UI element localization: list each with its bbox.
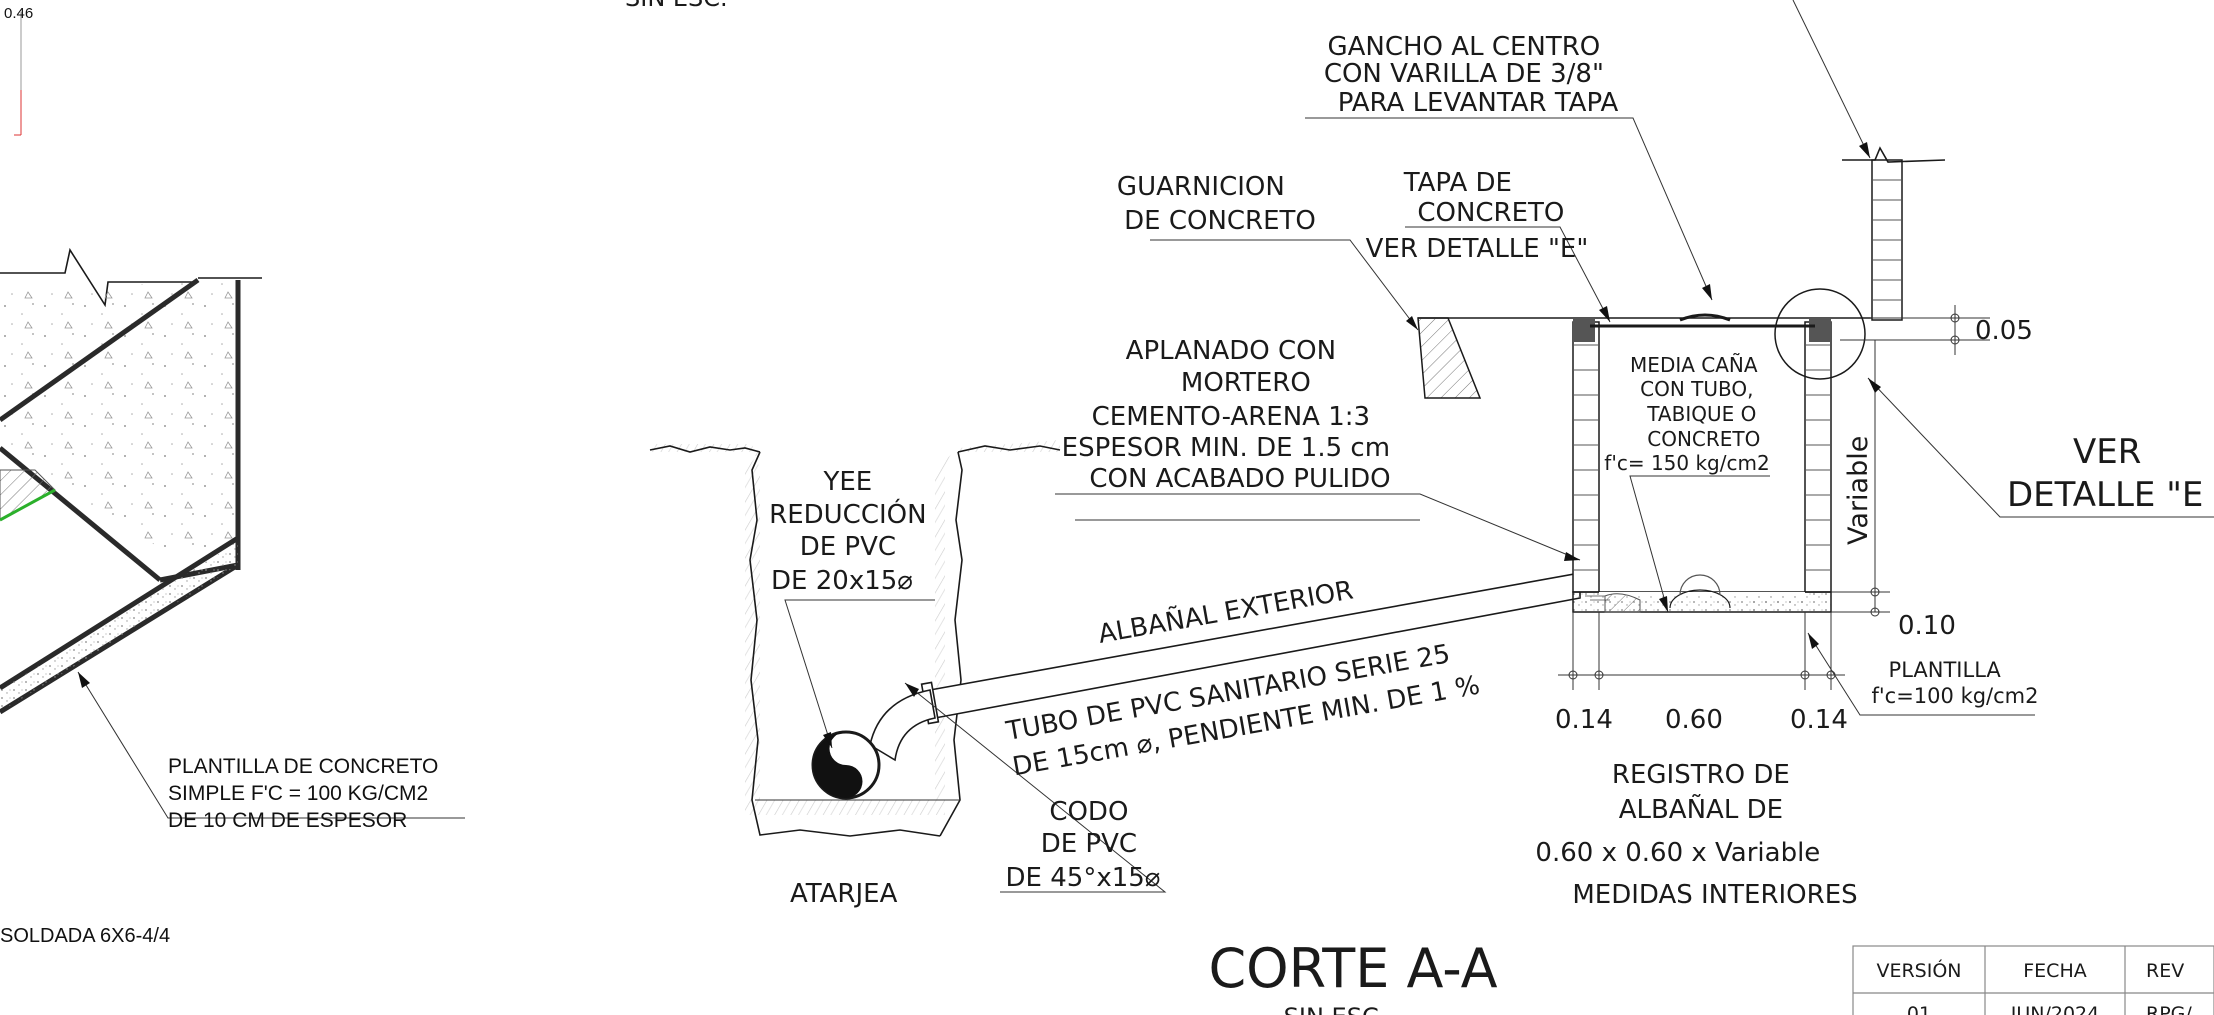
dim-bottom-right: 0.14 bbox=[1790, 705, 1848, 735]
dim-010: 0.10 bbox=[1898, 611, 1956, 641]
table-header-version: VERSIÓN bbox=[1876, 958, 1961, 982]
section-title: CORTE A-A SIN ESC. bbox=[1208, 937, 1497, 1015]
gancho-line1: GANCHO AL CENTRO bbox=[1327, 32, 1600, 62]
media-cana-line3: TABIQUE O bbox=[1646, 402, 1756, 426]
labels: GANCHO AL CENTRO CON VARILLA DE 3/8" PAR… bbox=[769, 32, 2203, 910]
registro-line4: MEDIDAS INTERIORES bbox=[1572, 880, 1857, 910]
dim-005: 0.05 bbox=[1975, 316, 2033, 346]
media-cana-line2: CON TUBO, bbox=[1640, 377, 1753, 401]
plantilla-note-line1: PLANTILLA DE CONCRETO bbox=[168, 755, 438, 778]
gancho-line3: PARA LEVANTAR TAPA bbox=[1338, 88, 1619, 118]
leaders bbox=[784, 0, 2214, 893]
registro-box bbox=[1417, 146, 1946, 613]
yee-line1: YEE bbox=[822, 467, 872, 497]
atarjea-label: ATARJEA bbox=[790, 879, 898, 909]
table-header-fecha: FECHA bbox=[2023, 960, 2087, 982]
dimensions: 0.05 Variable 0.10 0.14 0.60 0.14 bbox=[1555, 305, 2033, 735]
codo-line1: CODO bbox=[1049, 797, 1128, 827]
svg-text:MEDIA CAÑA CON TUBO,: MEDIA CAÑA CON TUBO, TABIQUE O CONCRETO … bbox=[1604, 353, 1769, 475]
media-cana-line4: CONCRETO bbox=[1647, 427, 1760, 451]
registro-line2: ALBAÑAL DE bbox=[1619, 793, 1783, 825]
svg-text:TAPA DE CONCRETO: TAPA DE CONCRETO VER DETALLE "E" bbox=[1366, 168, 1589, 264]
table-cell-version: 01 bbox=[1907, 1003, 1931, 1015]
plantilla-label-line1: PLANTILLA bbox=[1889, 658, 2002, 682]
plantilla-note-line3: DE 10 CM DE ESPESOR bbox=[168, 809, 407, 832]
svg-text:PLANTILLA DE CONCRETO SI: PLANTILLA DE CONCRETO SIMPLE F'C = 100 K… bbox=[168, 755, 444, 832]
yee-line4: DE 20x15⌀ bbox=[771, 566, 913, 596]
aplanado-line1: APLANADO CON bbox=[1126, 336, 1336, 366]
svg-text:GUARNICION DE CONCRETO: GUARNICION DE CONCRETO bbox=[1117, 172, 1316, 236]
aplanado-line3: CEMENTO-ARENA 1:3 bbox=[1092, 402, 1370, 432]
guarnicion-line2: DE CONCRETO bbox=[1124, 206, 1316, 236]
pvc-pipe bbox=[811, 572, 1581, 800]
plantilla-note-line2: SIMPLE F'C = 100 KG/CM2 bbox=[168, 782, 428, 805]
dim-variable: Variable bbox=[1843, 436, 1874, 545]
codo-line2: DE PVC bbox=[1041, 829, 1137, 859]
table-cell-rev: RPG/ bbox=[2146, 1003, 2192, 1015]
registro-line3: 0.60 x 0.60 x Variable bbox=[1535, 838, 1820, 868]
svg-text:VER DETALLE "E: VER DETALLE "E bbox=[2007, 432, 2203, 515]
tapa-line2: CONCRETO bbox=[1417, 198, 1564, 228]
svg-text:YEE REDUCCIÓN DE P: YEE REDUCCIÓN DE PVC DE 20x15⌀ bbox=[769, 467, 935, 596]
tapa-line1: TAPA DE bbox=[1403, 168, 1512, 198]
left-detail: 0.46 PLANTILLA DE CONCRETO SIMPLE F'C = … bbox=[0, 5, 465, 947]
aplanado-line4: ESPESOR MIN. DE 1.5 cm bbox=[1062, 433, 1390, 463]
revision-table: VERSIÓN FECHA REV 01 JUN/2024 RPG/ bbox=[1852, 945, 2214, 1015]
malla-note: SOLDADA 6X6-4/4 bbox=[0, 925, 170, 947]
media-cana-line5: f'c= 150 kg/cm2 bbox=[1604, 451, 1769, 475]
codo-line3: DE 45°x15⌀ bbox=[1006, 863, 1161, 893]
title-main: CORTE A-A bbox=[1208, 937, 1497, 1000]
tapa-line3: VER DETALLE "E" bbox=[1366, 234, 1589, 264]
table-header-rev: REV bbox=[2146, 960, 2184, 982]
svg-text:PLANTILLA f'c=100 kg/cm2: PLANTILLA f'c=100 kg/cm2 bbox=[1872, 658, 2039, 708]
plantilla-label-line2: f'c=100 kg/cm2 bbox=[1872, 684, 2039, 708]
top-scale-fragment: SIN ESC. bbox=[625, 0, 728, 12]
gancho-line2: CON VARILLA DE 3/8" bbox=[1324, 59, 1604, 89]
svg-text:CODO DE PVC DE 45°: CODO DE PVC DE 45°x15⌀ bbox=[1006, 797, 1161, 893]
trench bbox=[649, 440, 1061, 837]
yee-line3: DE PVC bbox=[800, 532, 896, 562]
svg-text:REGISTRO DE ALBAÑAL DE: REGISTRO DE ALBAÑAL DE 0.60 x 0.60 x Var… bbox=[1535, 760, 1857, 910]
aplanado-line5: CON ACABADO PULIDO bbox=[1089, 464, 1390, 494]
aplanado-line2: MORTERO bbox=[1181, 368, 1311, 398]
registro-line1: REGISTRO DE bbox=[1612, 760, 1790, 790]
yee-line2: REDUCCIÓN bbox=[769, 498, 926, 530]
left-dim-046: 0.46 bbox=[4, 5, 33, 22]
ver-detalle-line1: VER bbox=[2073, 432, 2141, 472]
title-scale: SIN ESC. bbox=[1284, 1003, 1387, 1015]
dim-bottom-center: 0.60 bbox=[1665, 705, 1723, 735]
svg-text:APLANADO CON MORTERO: APLANADO CON MORTERO CEMENTO-ARENA 1:3 E… bbox=[1062, 336, 1399, 494]
svg-text:GANCHO AL CENTRO CON VAR: GANCHO AL CENTRO CON VARILLA DE 3/8" PAR… bbox=[1324, 32, 1619, 118]
guarnicion-line1: GUARNICION bbox=[1117, 172, 1285, 202]
table-cell-fecha: JUN/2024 bbox=[2010, 1003, 2099, 1015]
media-cana-line1: MEDIA CAÑA bbox=[1630, 353, 1758, 377]
dim-bottom-left: 0.14 bbox=[1555, 705, 1613, 735]
ver-detalle-line2: DETALLE "E bbox=[2007, 475, 2203, 515]
